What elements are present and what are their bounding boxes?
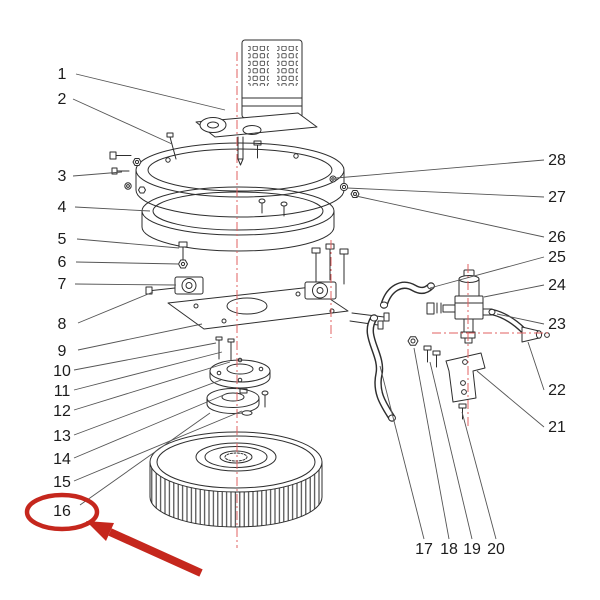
callout-1-label: 1 xyxy=(58,66,67,83)
fasteners-left xyxy=(109,151,146,194)
bolts-vertical xyxy=(311,243,349,285)
nut xyxy=(132,158,142,166)
mount-bracket xyxy=(445,352,486,420)
highlight-arrow-head xyxy=(86,521,114,541)
callout-22-label: 22 xyxy=(548,382,566,399)
callout-18-label: 18 xyxy=(440,541,458,558)
hub-flange xyxy=(209,357,271,389)
callout-14-label: 14 xyxy=(53,451,71,468)
motor xyxy=(241,39,303,119)
callout-9-label: 9 xyxy=(58,343,67,360)
hardware-26-27-28 xyxy=(329,175,360,198)
callout-labels: 1 2 3 4 5 6 7 8 9 10 11 12 13 14 15 16 1… xyxy=(53,66,566,558)
callout-23-label: 23 xyxy=(548,316,566,333)
callout-3-label: 3 xyxy=(58,168,67,185)
callout-17-label: 17 xyxy=(415,541,433,558)
centerlines xyxy=(236,52,548,548)
screws-19 xyxy=(423,345,441,368)
screw xyxy=(458,403,467,409)
housing-band-lower xyxy=(141,186,335,252)
nozzle xyxy=(521,326,550,343)
callout-24-label: 24 xyxy=(548,277,566,294)
washer xyxy=(124,182,132,190)
bolt-nut-parts-5-6 xyxy=(178,241,188,269)
highlight-ellipse xyxy=(24,492,100,532)
spline-bore xyxy=(224,452,248,462)
callout-28-label: 28 xyxy=(548,152,566,169)
mounting-plate xyxy=(145,241,390,362)
water-tube-long xyxy=(366,314,396,422)
screws-under-plate xyxy=(215,336,235,362)
callout-20-label: 20 xyxy=(487,541,505,558)
clutch-ring xyxy=(206,388,269,416)
fitting-18 xyxy=(407,336,419,346)
screw-part-2 xyxy=(166,132,174,138)
callout-26-label: 26 xyxy=(548,229,566,246)
callout-10-label: 10 xyxy=(53,363,71,380)
callout-7-label: 7 xyxy=(58,276,67,293)
screw xyxy=(261,390,269,396)
outlet-tube xyxy=(488,308,528,335)
callout-2-label: 2 xyxy=(58,91,67,108)
callout-12-label: 12 xyxy=(53,403,71,420)
solenoid-valve xyxy=(426,269,493,344)
brush-disc xyxy=(149,431,323,528)
callout-21-label: 21 xyxy=(548,419,566,436)
callout-25-label: 25 xyxy=(548,249,566,266)
callout-27-label: 27 xyxy=(548,189,566,206)
callout-16-label: 16 xyxy=(53,503,71,520)
housing-band-upper xyxy=(135,142,345,218)
leader-lines xyxy=(72,73,545,540)
callout-5-label: 5 xyxy=(58,231,67,248)
callout-15-label: 15 xyxy=(53,474,71,491)
washer xyxy=(241,410,253,416)
band-screws xyxy=(258,198,288,217)
highlight-annotation xyxy=(24,492,203,577)
handle-tube-upper xyxy=(379,281,435,309)
callout-11-label: 11 xyxy=(54,383,71,400)
callout-6-label: 6 xyxy=(58,254,67,271)
highlight-arrow-shaft xyxy=(108,528,203,577)
bolts-horizontal xyxy=(349,312,390,330)
callout-8-label: 8 xyxy=(58,316,67,333)
callout-4-label: 4 xyxy=(58,199,67,216)
callout-19-label: 19 xyxy=(463,541,481,558)
callout-13-label: 13 xyxy=(53,428,71,445)
